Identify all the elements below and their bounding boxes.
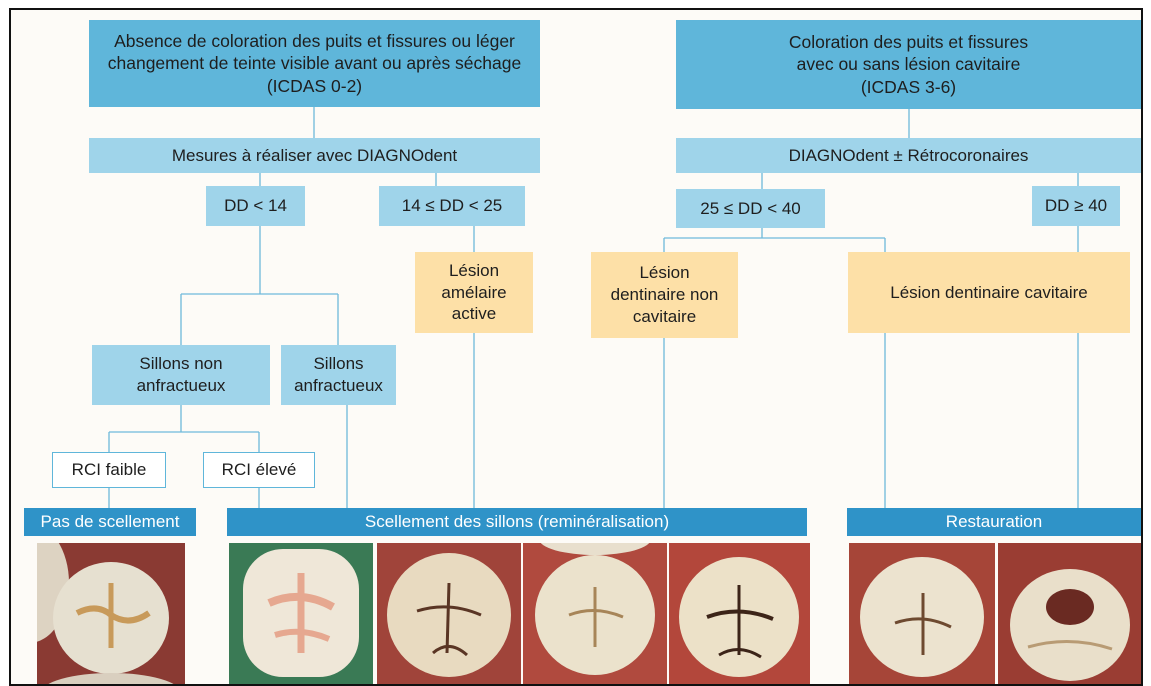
tooth-photo-scellement-3 <box>523 543 667 684</box>
restauration-bar: Restauration <box>847 508 1141 536</box>
scellement-sillons-text: Scellement des sillons (reminéralisation… <box>365 512 669 532</box>
sillons-anfractueux-box: Sillons anfractueux <box>281 345 396 405</box>
diagnodent-retrocoronaires-box: DIAGNOdent ± Rétrocoronaires <box>676 138 1141 173</box>
absence-coloration-box: Absence de coloration des puits et fissu… <box>89 20 540 107</box>
lesion-amelaire-text: Lésion amélaire active <box>429 260 519 325</box>
pas-de-scellement-bar: Pas de scellement <box>24 508 196 536</box>
tooth-photo-scellement-2 <box>377 543 521 684</box>
rci-faible-box: RCI faible <box>52 452 166 488</box>
dd-lt14-text: DD < 14 <box>224 195 287 217</box>
sillons-non-anfractueux-box: Sillons non anfractueux <box>92 345 270 405</box>
tooth-photo-restauration-1 <box>849 543 995 684</box>
dd-25-40-text: 25 ≤ DD < 40 <box>700 198 801 220</box>
scellement-sillons-bar: Scellement des sillons (reminéralisation… <box>227 508 807 536</box>
tooth-photo-scellement-4 <box>669 543 810 684</box>
sillons-anfractueux-text: Sillons anfractueux <box>287 353 390 397</box>
tooth-photo-restauration-2 <box>998 543 1141 684</box>
dd-lt14-box: DD < 14 <box>206 186 305 226</box>
rci-eleve-text: RCI élevé <box>222 459 297 481</box>
lesion-dentinaire-cavitaire-box: Lésion dentinaire cavitaire <box>848 252 1130 333</box>
coloration-box: Coloration des puits et fissures avec ou… <box>676 20 1141 109</box>
restauration-text: Restauration <box>946 512 1042 532</box>
rci-faible-text: RCI faible <box>72 459 147 481</box>
diagnodent-retrocoronaires-text: DIAGNOdent ± Rétrocoronaires <box>789 145 1029 167</box>
dd-ge40-box: DD ≥ 40 <box>1032 186 1120 226</box>
flowchart-figure: Absence de coloration des puits et fissu… <box>9 8 1143 686</box>
lesion-dentinaire-non-cavitaire-box: Lésion dentinaire non cavitaire <box>591 252 738 338</box>
dd-14-25-text: 14 ≤ DD < 25 <box>402 195 503 217</box>
mesures-diagnodent-text: Mesures à réaliser avec DIAGNOdent <box>172 145 457 167</box>
lesion-dentinaire-cavitaire-text: Lésion dentinaire cavitaire <box>890 282 1088 304</box>
tooth-photo-scellement-1 <box>229 543 373 684</box>
rci-eleve-box: RCI élevé <box>203 452 315 488</box>
tooth-photo-pas-de-scellement <box>37 543 185 684</box>
sillons-non-anfractueux-text: Sillons non anfractueux <box>104 353 258 397</box>
absence-coloration-text: Absence de coloration des puits et fissu… <box>107 30 522 97</box>
mesures-diagnodent-box: Mesures à réaliser avec DIAGNOdent <box>89 138 540 173</box>
pas-de-scellement-text: Pas de scellement <box>41 512 180 532</box>
dd-25-40-box: 25 ≤ DD < 40 <box>676 189 825 228</box>
coloration-text: Coloration des puits et fissures avec ou… <box>771 31 1046 98</box>
dd-ge40-text: DD ≥ 40 <box>1045 195 1107 217</box>
lesion-amelaire-box: Lésion amélaire active <box>415 252 533 333</box>
dd-14-25-box: 14 ≤ DD < 25 <box>379 186 525 226</box>
lesion-dentinaire-non-cavitaire-text: Lésion dentinaire non cavitaire <box>605 262 724 327</box>
